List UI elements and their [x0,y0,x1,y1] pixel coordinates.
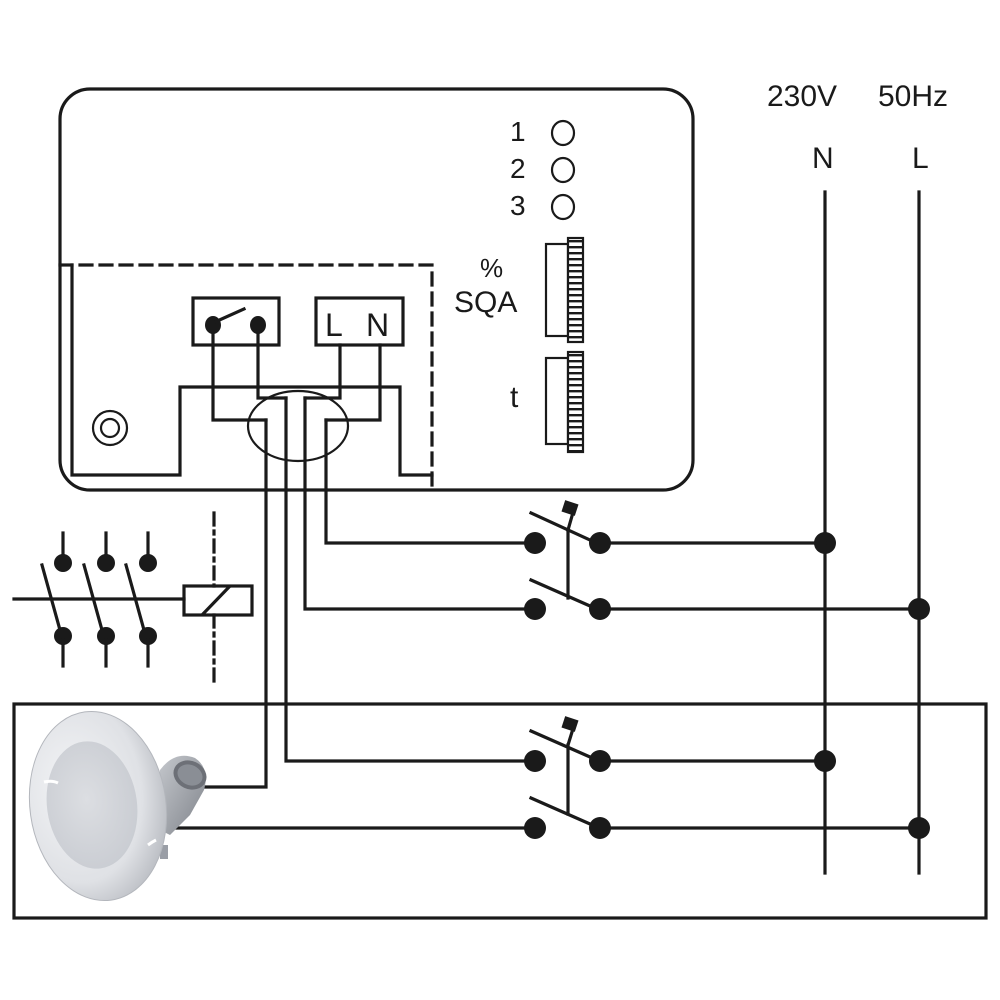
wire-terminal-n [324,343,382,422]
terminal-compartment-dashed [78,263,434,492]
indicator-2-label: 2 [510,153,526,184]
dial-t[interactable]: t [510,350,585,454]
two-pole-switch-icon[interactable] [524,716,611,839]
wire-to-switch-upper-l [303,396,527,611]
cable-gland [246,389,350,463]
wire-fan-a [193,418,268,789]
dial-sqa[interactable]: % SQA [454,236,585,344]
external-wiring [170,396,921,830]
terminal-n-label: N [366,307,389,343]
dial-t-label: t [510,381,519,414]
led-indicator-icon [550,193,576,221]
controller-housing: L N 1 2 3 % SQA t [58,87,695,492]
line-label: L [912,142,929,175]
led-indicator-icon [550,119,576,147]
fan-face [46,741,138,869]
three-pole-contactor-icon [12,511,254,685]
relay-contact-terminal [191,296,281,347]
led-indicator-icon [550,156,576,184]
rotary-dial-icon[interactable] [544,350,585,454]
neutral-label: N [812,142,834,175]
relay-contact-icon [205,306,266,334]
wire-to-switch-lower-top [284,396,527,763]
fan-motor [160,755,207,859]
sensor-icon [91,409,129,447]
terminal-l-label: L [325,307,343,343]
ventilation-fan-icon [28,710,207,902]
supply-voltage-label: 230V [767,80,837,113]
rotary-dial-icon[interactable] [544,236,585,344]
two-pole-switch-icon[interactable] [524,500,611,620]
indicator-3-label: 3 [510,190,526,221]
dial-sqa-label: SQA [454,286,517,319]
controller-outline [58,87,695,492]
supply: 230V 50Hz N L [767,80,948,875]
power-terminal: L N [314,296,405,347]
wire-relay-b [256,332,288,400]
indicator-list: 1 2 3 [510,116,576,221]
inner-frame [70,263,434,477]
dial-sqa-percent-label: % [480,253,503,283]
fan-enclosure [12,702,988,920]
wire-terminal-l [303,343,342,400]
wire-to-switch-upper-n [324,418,527,545]
supply-frequency-label: 50Hz [878,80,948,113]
indicator-1-label: 1 [510,116,526,147]
